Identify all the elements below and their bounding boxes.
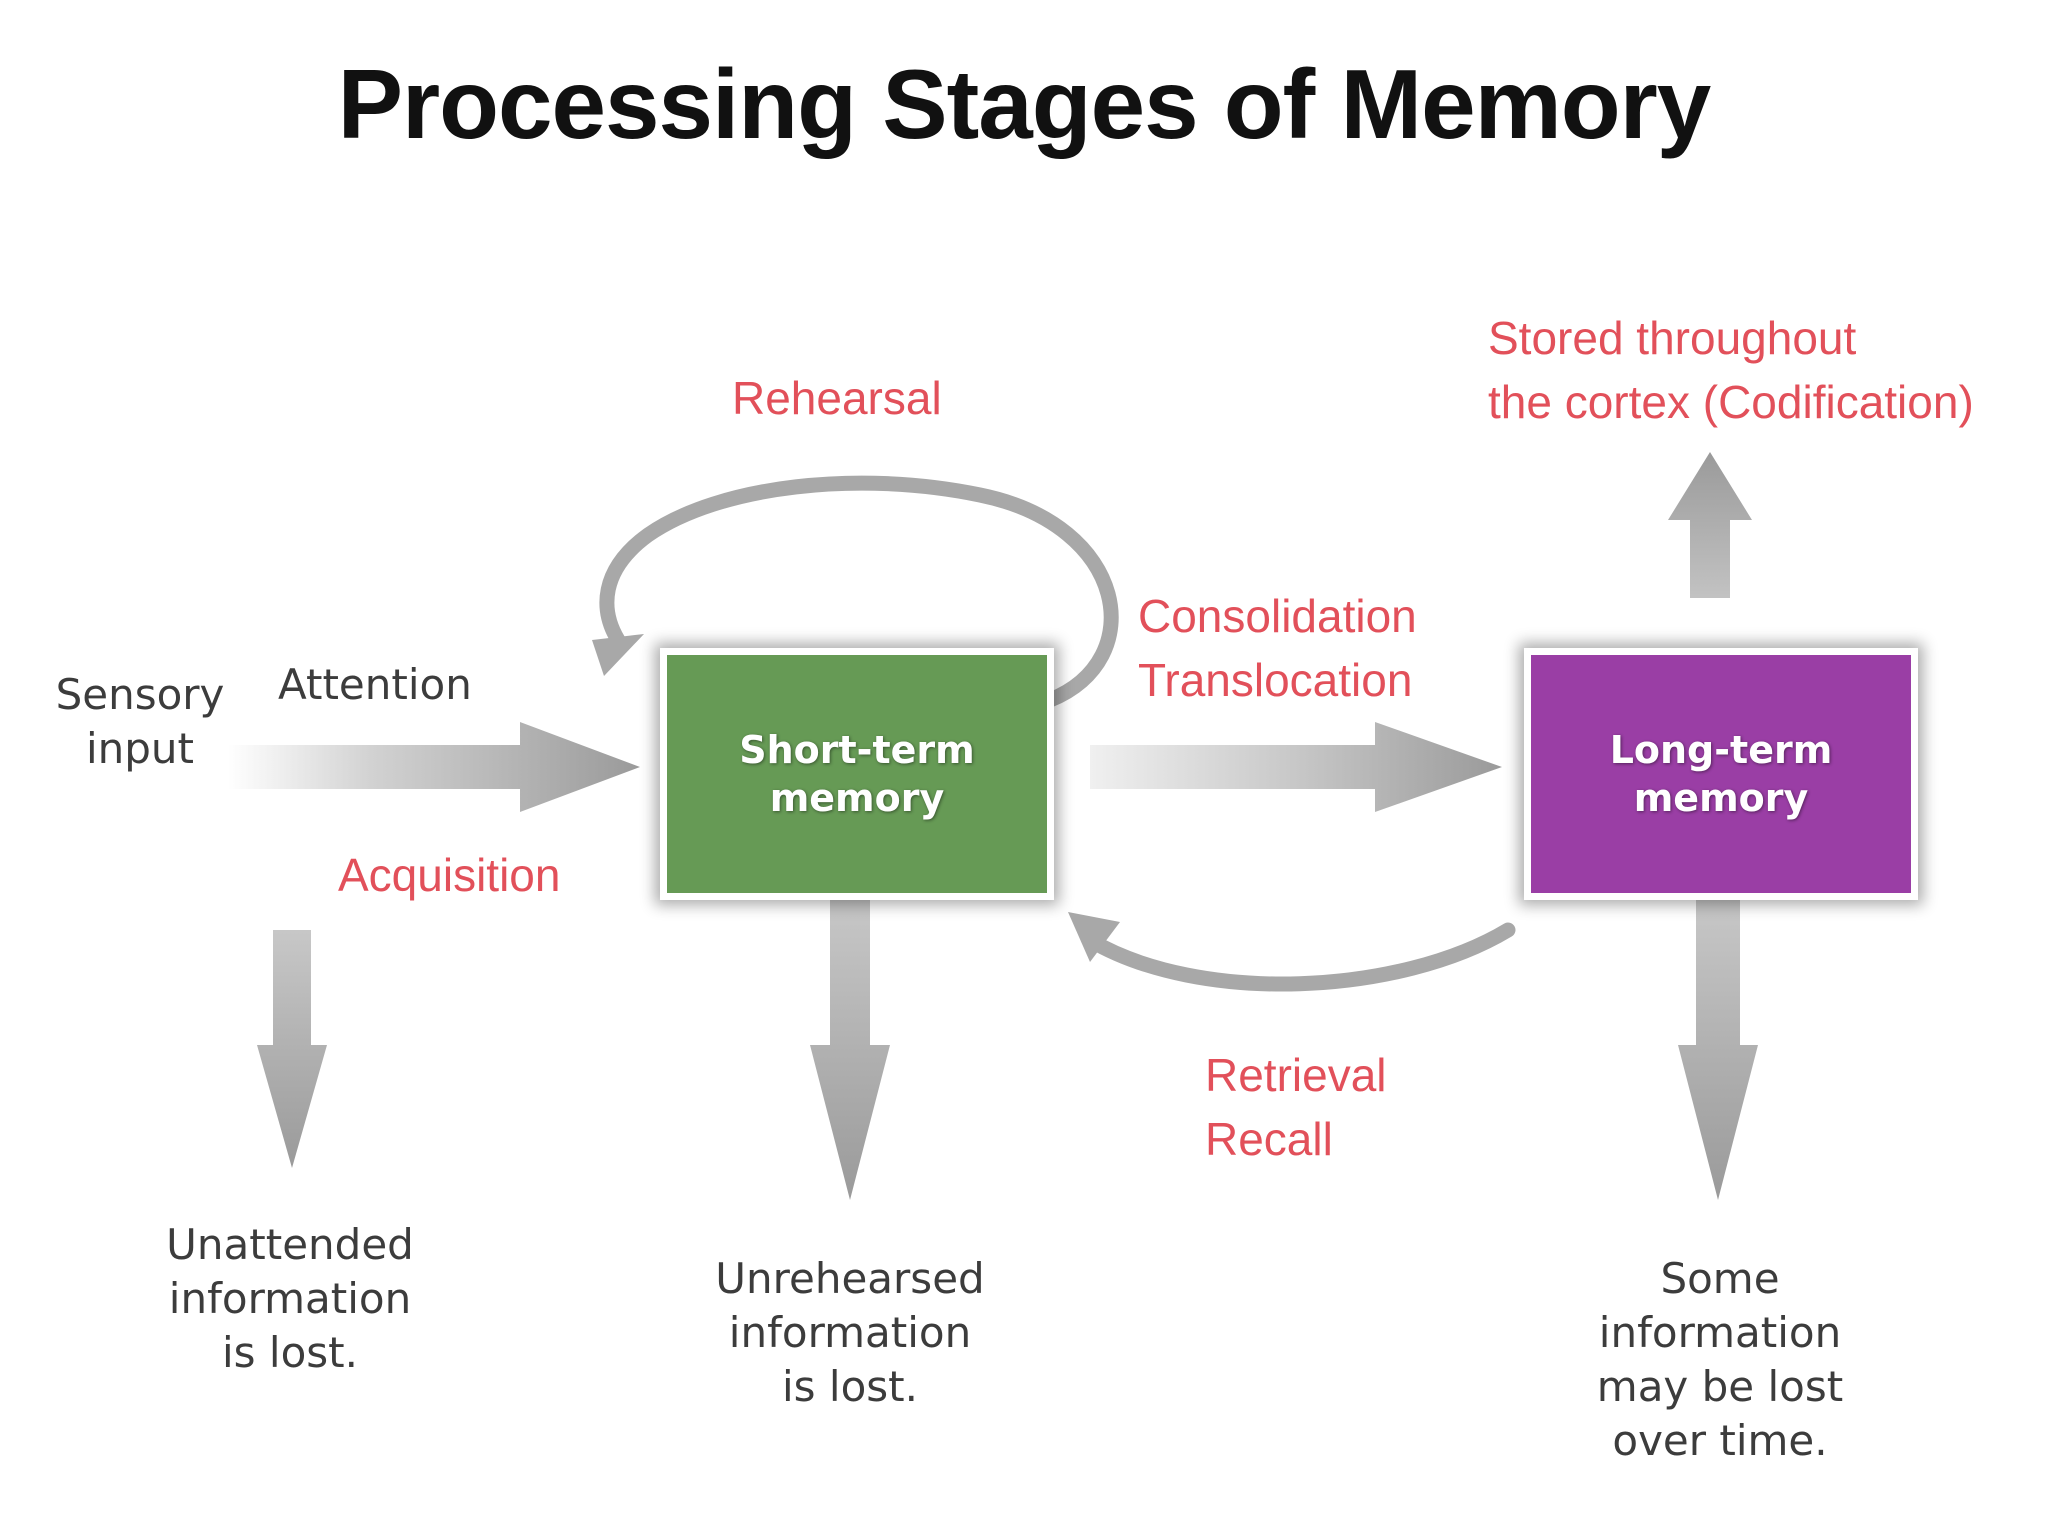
unrehearsed-lost-text: Unrehearsed information is lost. — [715, 1254, 985, 1411]
attention-arrow — [228, 722, 640, 812]
retrieval-arrow — [1082, 922, 1516, 992]
unrehearsed-lost-arrow — [810, 898, 890, 1200]
rehearsal-arrowhead — [592, 634, 644, 676]
long-term-lost-arrow — [1678, 898, 1758, 1200]
attention-label: Attention — [278, 660, 472, 709]
rehearsal-loop-arrow — [599, 475, 1119, 708]
sensory-input-label: Sensory input — [55, 670, 225, 773]
short-term-memory-box: Short-term memory — [660, 648, 1054, 900]
unattended-lost-arrow — [257, 930, 327, 1168]
consolidation-arrow — [1090, 722, 1502, 812]
retrieval-label: Retrieval — [1205, 1049, 1387, 1101]
rehearsal-label: Rehearsal — [732, 372, 942, 424]
consolidation-label: Consolidation — [1138, 590, 1417, 642]
long-term-memory-box: Long-term memory — [1524, 648, 1918, 900]
long-term-lost-text: Some information may be lost over time. — [1596, 1254, 1844, 1465]
stored-codification-label: Stored throughout the cortex (Codificati… — [1488, 312, 1974, 428]
retrieval-arrowhead — [1068, 912, 1120, 962]
diagram-title: Processing Stages of Memory — [337, 49, 1712, 159]
unattended-lost-text: Unattended information is lost. — [166, 1220, 414, 1377]
translocation-label: Translocation — [1138, 654, 1413, 706]
recall-label: Recall — [1205, 1113, 1333, 1165]
codification-arrow — [1668, 452, 1752, 598]
acquisition-label: Acquisition — [338, 849, 561, 901]
